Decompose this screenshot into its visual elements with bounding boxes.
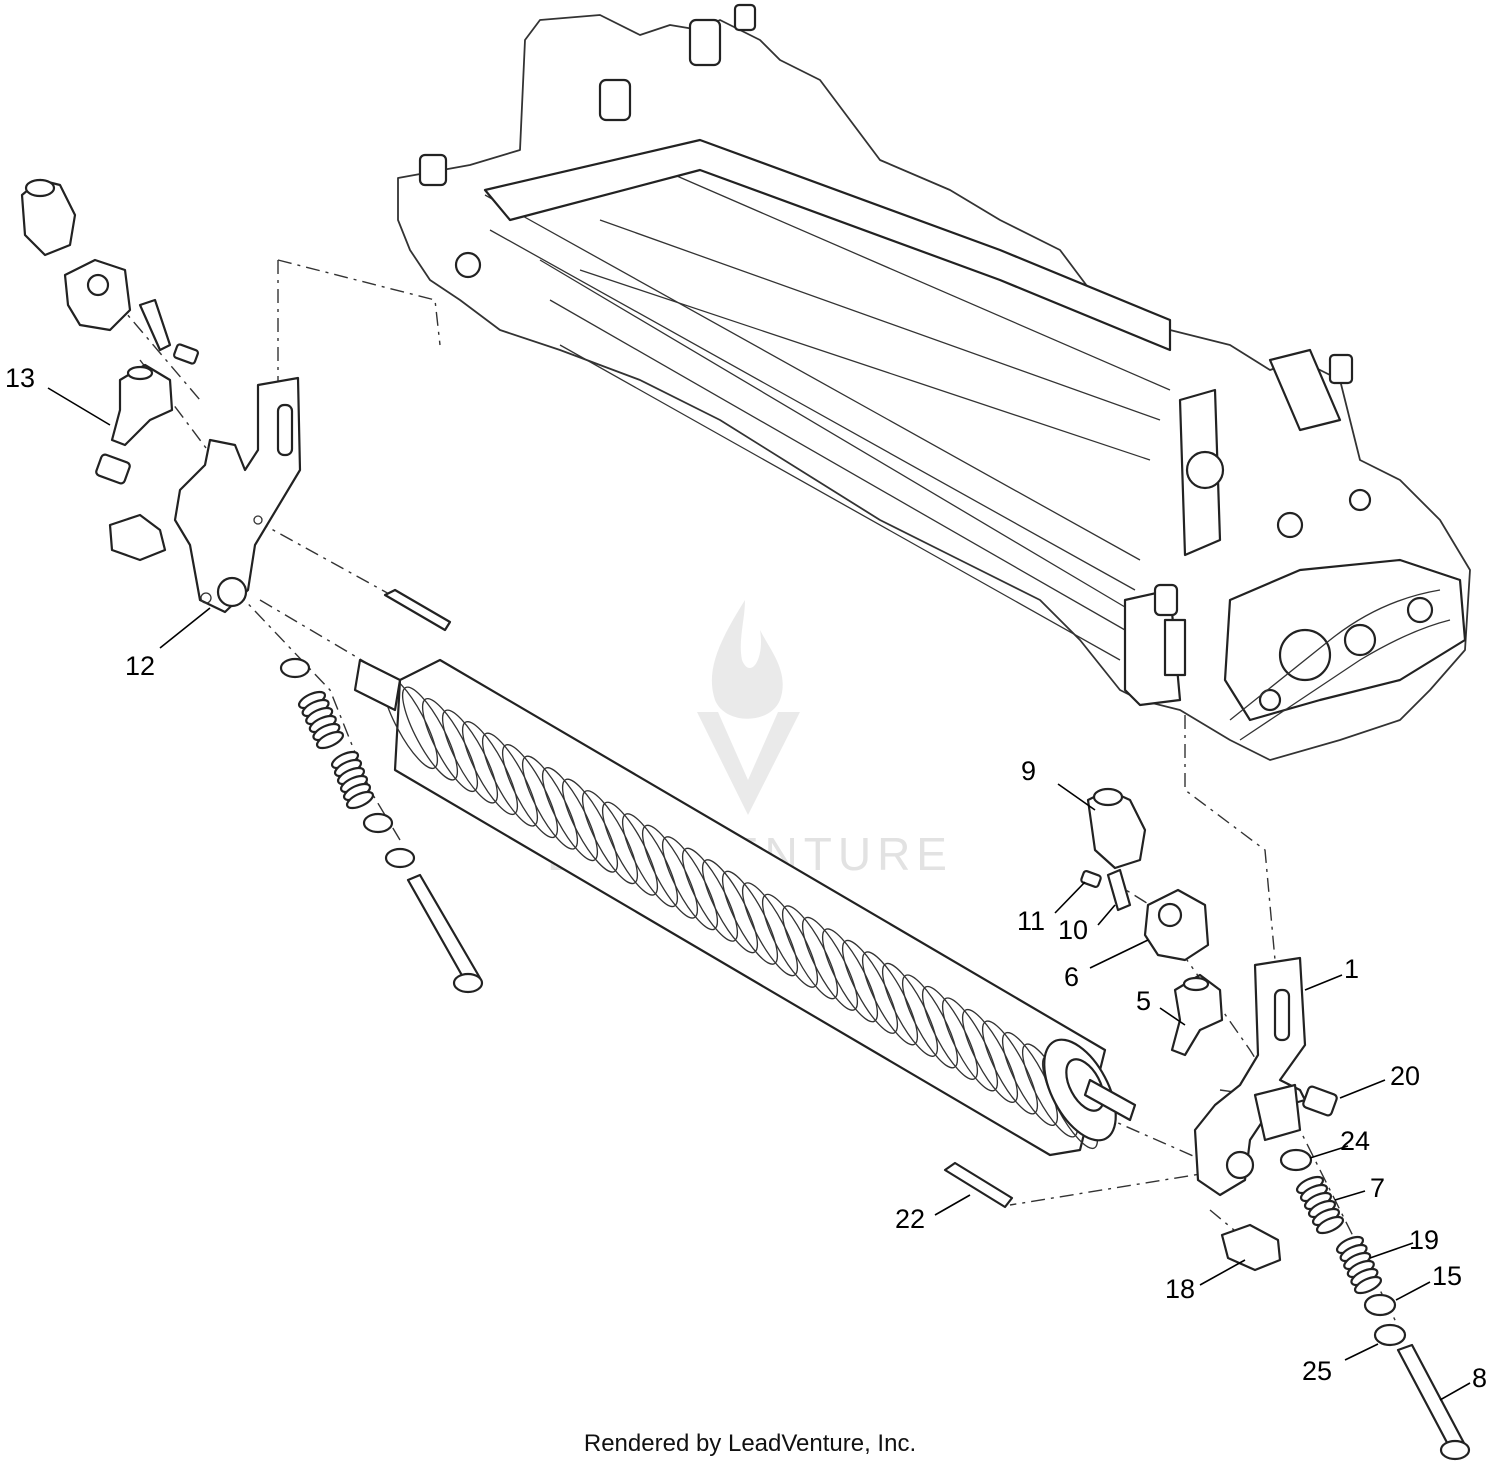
roller-groove	[761, 893, 819, 988]
spring-coil	[315, 730, 345, 750]
callout-6: 6	[1064, 962, 1079, 992]
roller-groove	[641, 824, 699, 919]
roller-groove	[861, 951, 919, 1046]
roller-groove	[461, 721, 519, 816]
callout-22: 22	[895, 1204, 925, 1234]
callout-10: 10	[1058, 915, 1088, 945]
roller-groove	[561, 778, 619, 873]
roller-groove	[481, 732, 539, 827]
roller-groove	[841, 939, 899, 1034]
roller-groove	[901, 974, 959, 1069]
roller-groove	[401, 686, 459, 781]
callout-numbers: 13 12 9 11 10 6 5 1 20 24 7 19 15 25 8 1…	[5, 363, 1487, 1393]
roller-groove	[541, 767, 599, 862]
roller-groove	[621, 813, 679, 908]
callout-leaders	[47, 387, 1471, 1401]
callout-19: 19	[1409, 1225, 1439, 1255]
roller-groove	[981, 1020, 1039, 1115]
roller-groove	[941, 997, 999, 1092]
roller-groove	[821, 928, 879, 1023]
roller-groove	[881, 962, 939, 1057]
roller-groove	[921, 985, 979, 1080]
footer-credit: Rendered by LeadVenture, Inc.	[583, 1430, 917, 1457]
callout-15: 15	[1432, 1261, 1462, 1291]
roller-groove	[1001, 1031, 1059, 1127]
callout-11: 11	[1017, 906, 1045, 936]
left-side-parts	[20, 178, 484, 994]
roller-groove	[741, 882, 799, 977]
roller-groove	[581, 790, 639, 885]
roller-groove	[681, 847, 739, 942]
roller-groove	[801, 916, 859, 1011]
spring-coil	[345, 790, 375, 810]
callout-20: 20	[1390, 1061, 1420, 1091]
callout-13: 13	[5, 363, 35, 393]
roller-groove	[661, 836, 719, 931]
roller-groove	[781, 905, 839, 1000]
callout-5: 5	[1136, 986, 1151, 1016]
callout-24: 24	[1340, 1126, 1370, 1156]
callout-9: 9	[1021, 756, 1036, 786]
roller-groove	[961, 1008, 1019, 1103]
spring-coil	[1353, 1275, 1383, 1295]
callout-18: 18	[1165, 1274, 1195, 1304]
callout-12: 12	[125, 651, 155, 681]
callout-1: 1	[1344, 954, 1359, 984]
roller-groove	[521, 755, 579, 850]
callout-25: 25	[1302, 1356, 1332, 1386]
roller-groove	[421, 697, 479, 793]
cutting-unit-frame	[397, 3, 1471, 761]
right-side-parts	[943, 787, 1471, 1461]
roller-part	[353, 658, 1137, 1157]
roller-groove	[441, 709, 499, 804]
spring-coil	[1315, 1215, 1345, 1235]
roller-groove	[701, 859, 759, 954]
roller-groove	[721, 870, 779, 965]
roller-groove	[501, 744, 559, 839]
callout-8: 8	[1472, 1363, 1487, 1393]
roller-groove	[601, 801, 659, 896]
callout-7: 7	[1370, 1173, 1385, 1203]
